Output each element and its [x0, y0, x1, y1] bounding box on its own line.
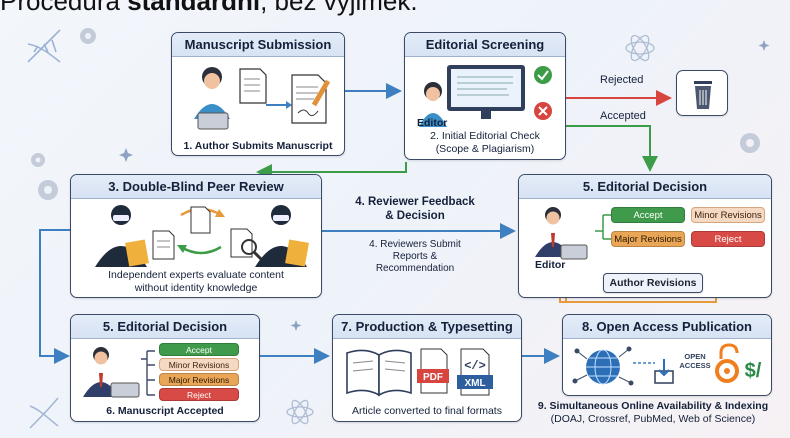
decision-accept: Accept	[611, 207, 685, 223]
decision-major-revisions: Major Revisions	[611, 231, 685, 247]
dna-icon	[29, 397, 59, 429]
editor-screening-illustration	[419, 65, 552, 127]
feedback-sub-line2: Reports &	[392, 251, 438, 262]
stage-caption-line1: 2. Initial Editorial Check	[430, 130, 540, 142]
editor-label: Editor	[417, 117, 448, 129]
atom-icon	[625, 34, 655, 62]
feedback-sub-line1: 4. Reviewers Submit	[369, 239, 461, 250]
x-icon	[534, 102, 552, 120]
pencil-icon	[311, 79, 331, 107]
decision-minor-revisions: Minor Revisions	[159, 358, 239, 371]
stage-caption-line1: 9. Simultaneous Online Availability & In…	[537, 400, 769, 412]
xml-label: XML	[464, 378, 485, 389]
book-icon	[346, 349, 412, 397]
check-icon	[534, 66, 552, 84]
stage-production: 7. Production & Typesetting PDF </> XML …	[332, 314, 522, 422]
open-access-icon	[715, 343, 739, 383]
stage-caption: 6. Manuscript Accepted	[106, 405, 224, 417]
editor-label: Editor	[535, 259, 566, 271]
stage-editorial-decision-top: 5. Editorial Decision Editor Accept Mino…	[518, 174, 772, 298]
pdf-label: PDF	[423, 372, 443, 383]
decision-accept: Accept	[159, 343, 239, 356]
production-illustration: PDF </> XML	[346, 348, 493, 397]
laptop-icon	[560, 244, 588, 260]
stage-caption: 1. Author Submits Manuscript	[183, 140, 333, 152]
download-icon	[654, 359, 674, 384]
stage-caption-line2: without identity knowledge	[134, 282, 258, 294]
header-suffix: , bez výjimek.	[260, 0, 418, 16]
atom-icon	[286, 399, 314, 425]
feedback-title-line1: 4. Reviewer Feedback	[355, 196, 475, 208]
document-icon	[239, 68, 267, 104]
stage-manuscript-submission: Manuscript Submission 1. Author Submits …	[171, 32, 345, 156]
stage-editorial-decision-bottom: 5. Editorial Decision Accept Minor Revis…	[70, 314, 260, 422]
stage-title: Manuscript Submission	[172, 33, 344, 57]
header-bold: standardní	[127, 0, 261, 16]
feedback-title-line2: & Decision	[385, 210, 445, 222]
editor-decision-illustration	[535, 207, 588, 260]
xml-file-icon: </> XML	[457, 348, 493, 396]
decision-branch-lines	[595, 214, 611, 240]
sparkle-icon	[119, 40, 770, 331]
stage-caption-line1: Independent experts evaluate content	[108, 269, 284, 281]
stage-open-access: 8. Open Access Publication OPEN ACCESS $…	[562, 314, 772, 396]
stage-caption-line2: (Scope & Plagiarism)	[435, 143, 535, 155]
decision-minor-revisions: Minor Revisions	[691, 207, 765, 223]
stage-caption-line2: (DOAJ, Crossref, PubMed, Web of Science)	[550, 413, 756, 425]
stage-editorial-screening: Editorial Screening Editor 2. Initial Ed…	[404, 32, 566, 160]
stage-title: 5. Editorial Decision	[71, 315, 259, 339]
pdf-file-icon: PDF	[417, 348, 449, 394]
globe-icon	[586, 349, 620, 385]
stage-title: Editorial Screening	[405, 33, 565, 57]
gear-icon	[31, 153, 58, 200]
editor-bottom-illustration	[83, 347, 155, 398]
publication-illustration: OPEN ACCESS $/	[572, 343, 762, 386]
magnifier-icon	[241, 239, 263, 261]
gear-icon	[740, 133, 760, 153]
document-icon	[291, 74, 327, 124]
decision-major-revisions: Major Revisions	[159, 373, 239, 386]
author-revisions-badge: Author Revisions	[603, 273, 703, 293]
stage-title: 8. Open Access Publication	[563, 315, 771, 339]
rejected-bin	[676, 70, 728, 116]
dna-icon	[27, 29, 61, 63]
decision-reject: Reject	[159, 388, 239, 401]
document-icon	[190, 206, 253, 258]
header-prefix: Procedura	[0, 0, 128, 16]
rejected-label: Rejected	[600, 74, 644, 86]
open-label: OPEN	[684, 352, 705, 361]
stage-peer-review: 3. Double-Blind Peer Review Independent …	[70, 174, 322, 298]
gear-icon	[80, 28, 96, 44]
access-label: ACCESS	[679, 361, 710, 370]
stage-title: 5. Editorial Decision	[519, 175, 771, 199]
laptop-icon	[110, 382, 140, 398]
author-illustration	[194, 67, 331, 130]
decision-reject: Reject	[691, 231, 765, 247]
stage-title: 3. Double-Blind Peer Review	[71, 175, 321, 199]
document-icon	[152, 230, 175, 260]
laptop-icon	[197, 112, 229, 130]
code-glyph: </>	[464, 359, 486, 373]
stage-caption: Article converted to final formats	[352, 405, 502, 417]
feedback-sub-line3: Recommendation	[375, 263, 455, 274]
stage-title: 7. Production & Typesetting	[333, 315, 521, 339]
dollar-slash-glyph: $/	[745, 360, 762, 382]
accepted-label: Accepted	[600, 110, 646, 122]
header-cut-text: Procedura standardní, bez výjimek.	[0, 0, 790, 16]
reviewers-illustration	[95, 205, 309, 267]
trash-icon	[694, 81, 712, 109]
